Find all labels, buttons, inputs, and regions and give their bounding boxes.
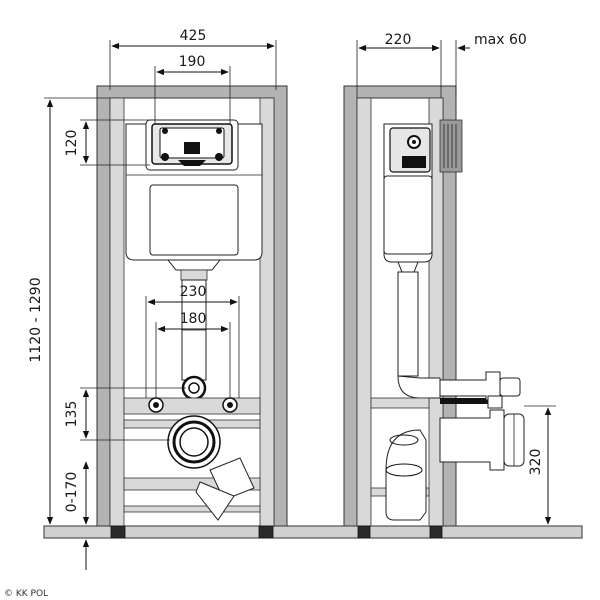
dim-height-floor: 0-170 <box>64 472 80 513</box>
side-flush-pipe <box>397 271 419 377</box>
cistern-panel <box>149 184 239 256</box>
cistern-outlet <box>166 259 222 271</box>
side-button-plate <box>439 119 463 173</box>
side-drain-bend <box>385 429 427 521</box>
dim-depth: 220 <box>385 32 412 48</box>
dim-rods-outer: 230 <box>180 284 207 300</box>
dim-height-button: 120 <box>64 130 80 157</box>
dim-width-total: 425 <box>180 28 207 44</box>
front-dimensions: 425 190 120 1120 - 1290 230 180 0-170 13… <box>28 28 277 570</box>
dim-height-rods-label: 135 <box>64 401 80 428</box>
side-threaded-rod <box>440 398 490 404</box>
dim-rods-inner: 180 <box>180 311 207 327</box>
credit-text: © KK POL <box>4 589 48 599</box>
dim-outlet-height: 320 <box>528 449 544 476</box>
front-right-foot <box>258 525 274 539</box>
front-view <box>96 85 288 539</box>
dim-height-range: 1120 - 1290 <box>28 277 44 362</box>
side-view <box>343 85 525 539</box>
dim-max-wall: max 60 <box>474 32 527 48</box>
floor-slab <box>43 525 583 539</box>
front-left-rail <box>109 97 125 527</box>
rod-crossbar <box>123 397 261 415</box>
side-back-rail <box>356 97 372 527</box>
side-dimensions: 220 max 60 320 <box>356 32 556 525</box>
side-drain-outlet <box>439 409 505 471</box>
front-left-foot <box>110 525 126 539</box>
dim-width-button: 190 <box>179 54 206 70</box>
